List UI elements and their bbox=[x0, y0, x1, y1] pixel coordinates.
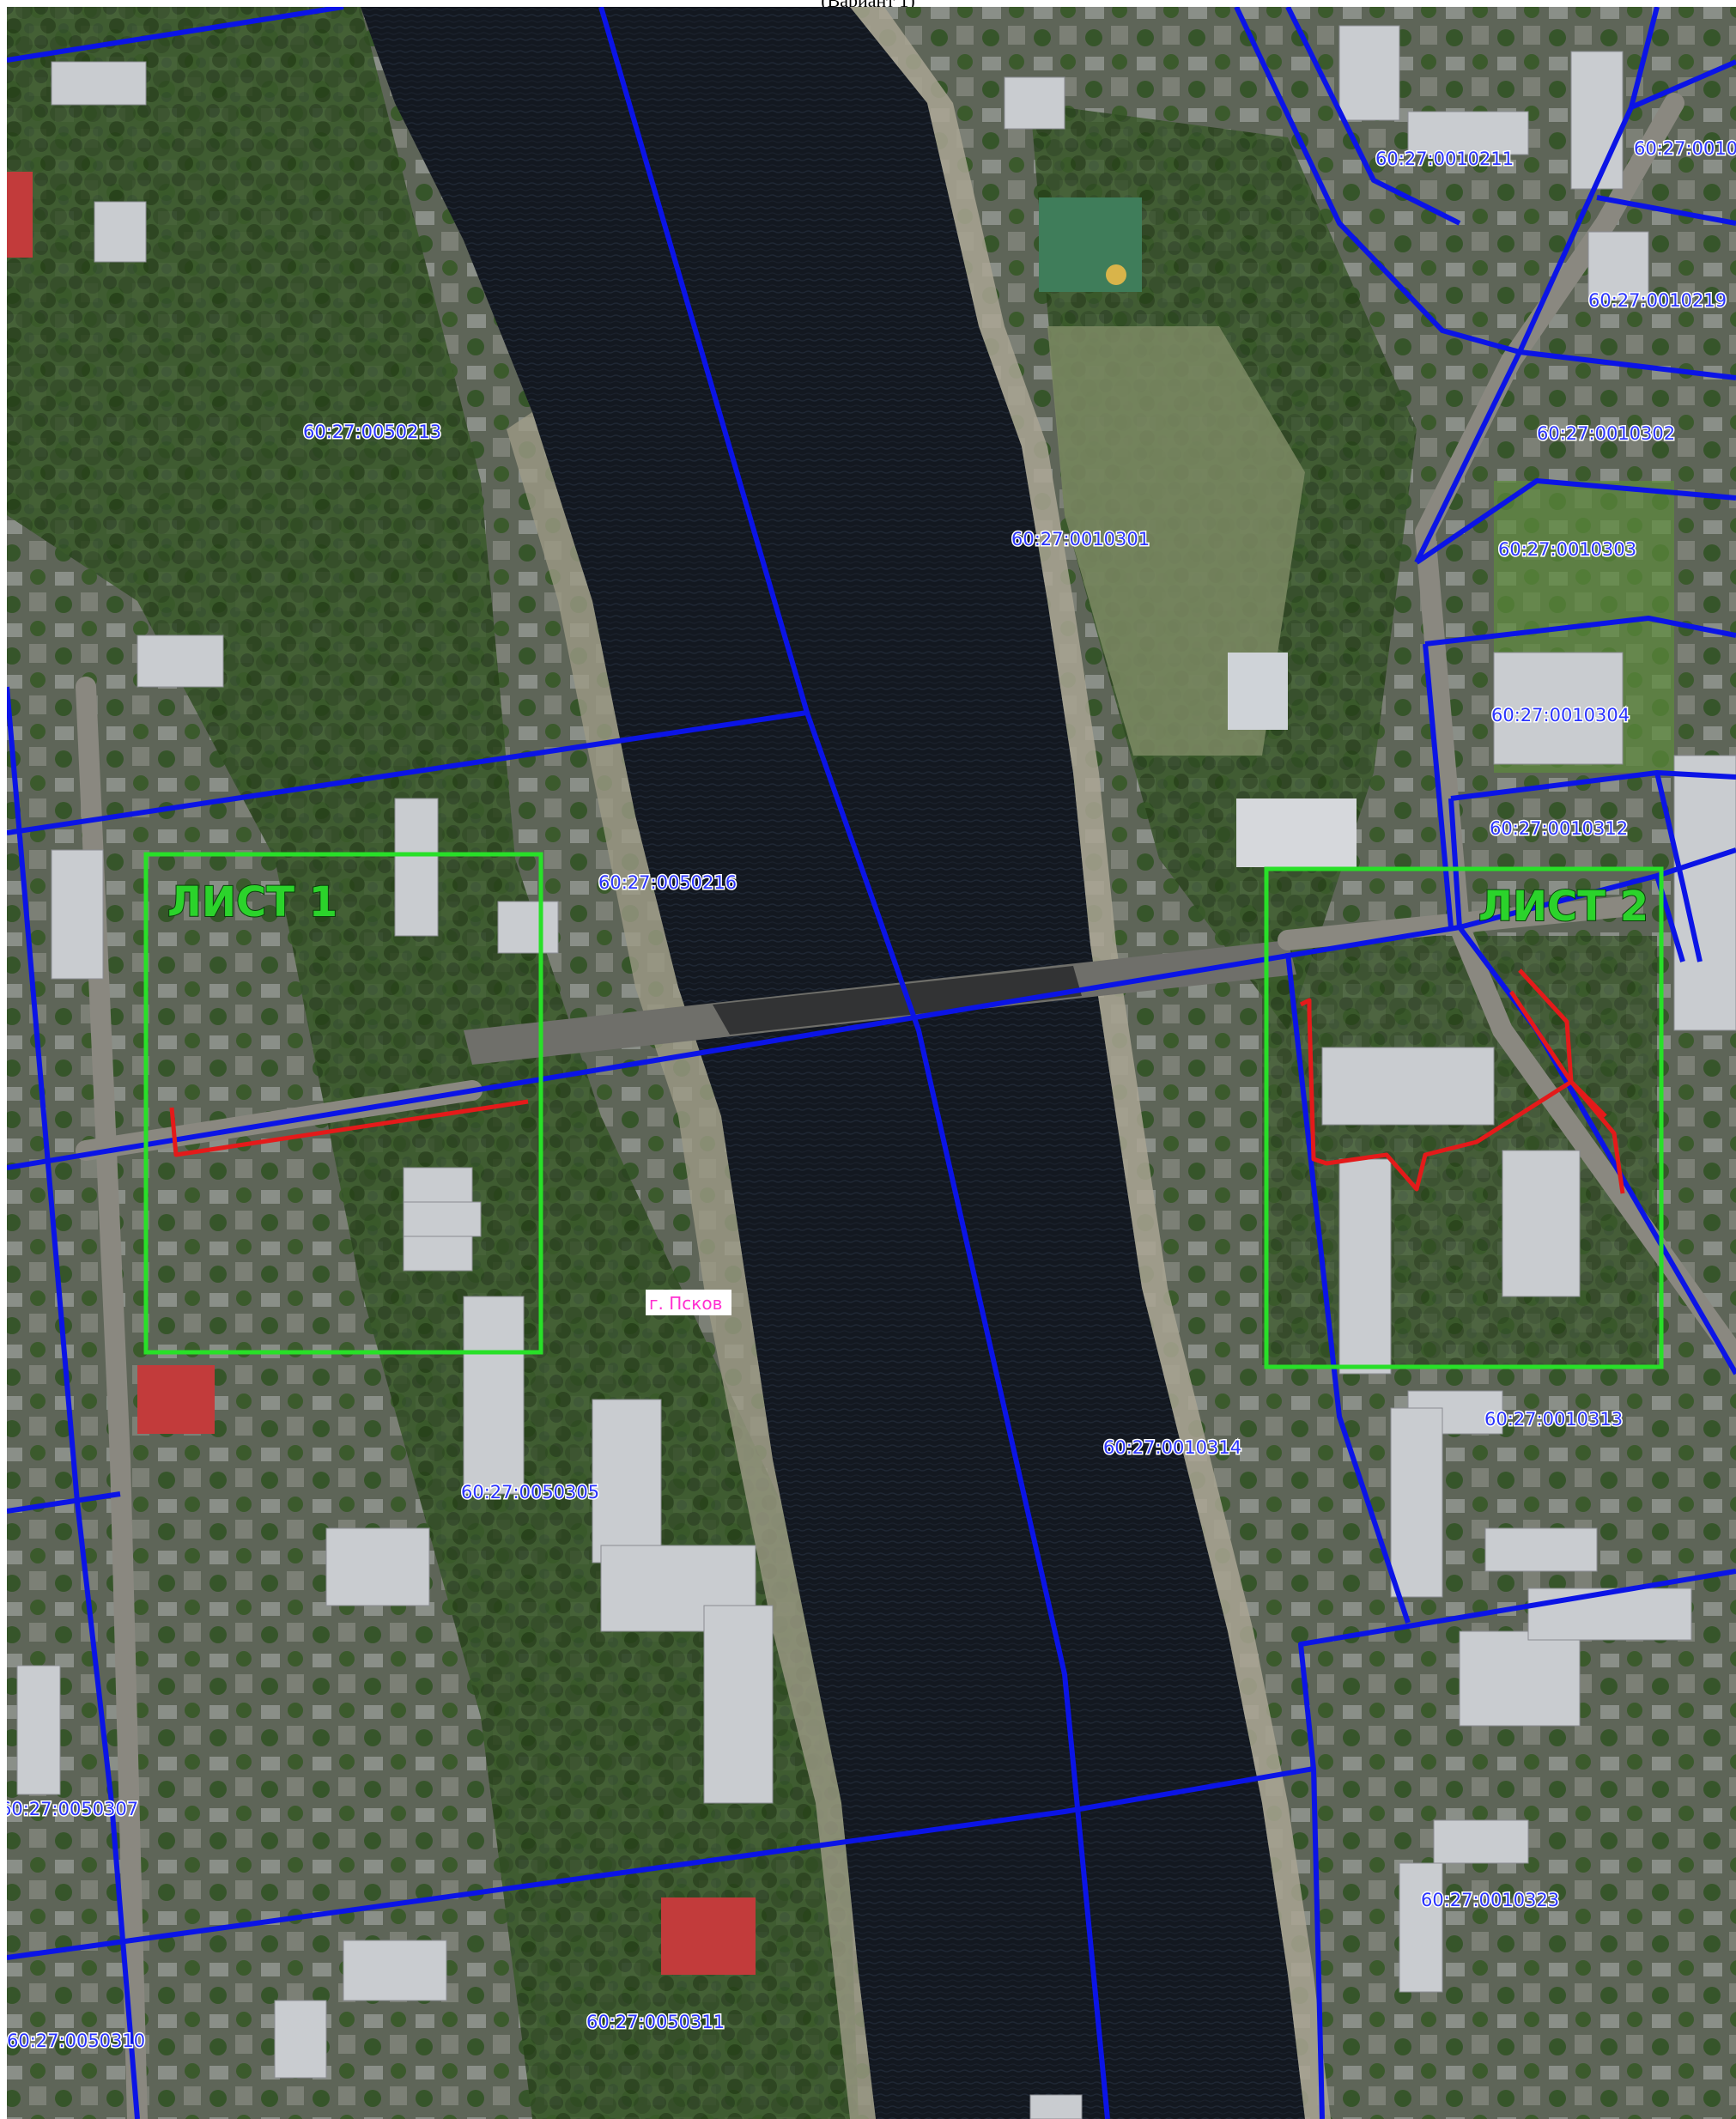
cadastral-label[interactable]: 60:27:0010302 bbox=[1536, 422, 1677, 446]
cadastral-label[interactable]: 60:27:0010313 bbox=[1484, 1408, 1624, 1431]
route-lines bbox=[169, 968, 1625, 1194]
sheet-frames bbox=[143, 852, 1664, 1369]
cadastral-label[interactable]: 60:27:0010303 bbox=[1497, 538, 1638, 562]
river-water bbox=[361, 7, 1305, 2119]
right-embankment bbox=[850, 7, 1331, 2119]
cadastral-label-group: 60:27:0010211 60:27:0010 60:27:0010219 6… bbox=[7, 137, 1736, 2053]
route-sheet-2-spur[interactable] bbox=[1508, 990, 1607, 1118]
cadastral-label[interactable]: 60:27:0010211 bbox=[1375, 148, 1515, 171]
sheet-1-frame[interactable] bbox=[143, 852, 543, 1355]
sheet-1-label[interactable]: ЛИСТ 1 bbox=[167, 877, 338, 927]
cadastral-label[interactable]: 60:27:0050307 bbox=[7, 1798, 140, 1821]
sheet-2-label[interactable]: ЛИСТ 2 bbox=[1478, 882, 1649, 932]
bridge-shadow bbox=[713, 966, 1082, 1035]
left-embankment bbox=[507, 412, 876, 2119]
sheet-2-frame[interactable] bbox=[1264, 866, 1664, 1369]
cadastral-label[interactable]: 60:27:0050305 bbox=[460, 1481, 601, 1504]
route-sheet-1[interactable] bbox=[169, 1099, 529, 1157]
cadastral-boundaries bbox=[7, 7, 1736, 2119]
cadastral-label[interactable]: 60:27:0050216 bbox=[598, 871, 738, 895]
cadastral-label[interactable]: 60:27:0010304 bbox=[1490, 704, 1631, 727]
cadastral-label[interactable]: 60:27:0050213 bbox=[302, 421, 443, 444]
route-sheet-2-west[interactable] bbox=[1299, 998, 1573, 1192]
city-label-bg bbox=[646, 1290, 731, 1315]
cadastral-label[interactable]: 60:27:0050311 bbox=[586, 2011, 726, 2034]
cadastral-label[interactable]: 60:27:0010323 bbox=[1420, 1889, 1561, 1912]
cadastral-label[interactable]: 60:27:0010219 bbox=[1587, 289, 1728, 313]
cadastral-label[interactable]: 60:27:0050310 bbox=[7, 2030, 147, 2053]
building-layer bbox=[16, 25, 1736, 2119]
red-roof-buildings bbox=[7, 172, 756, 1975]
cadastral-label[interactable]: 60:27:0010312 bbox=[1489, 817, 1630, 841]
kremlin-area bbox=[1039, 197, 1357, 867]
cadastral-label[interactable]: 60:27:0010314 bbox=[1102, 1436, 1243, 1460]
cadastral-label[interactable]: 60:27:0010301 bbox=[1011, 528, 1151, 551]
cadastral-label[interactable]: 60:27:0010 bbox=[1633, 137, 1736, 161]
city-label[interactable]: г. Псков bbox=[649, 1293, 722, 1314]
map-viewport[interactable]: 60:27:0010211 60:27:0010 60:27:0010219 6… bbox=[7, 7, 1736, 2119]
satellite-map: 60:27:0010211 60:27:0010 60:27:0010219 6… bbox=[7, 7, 1736, 2119]
